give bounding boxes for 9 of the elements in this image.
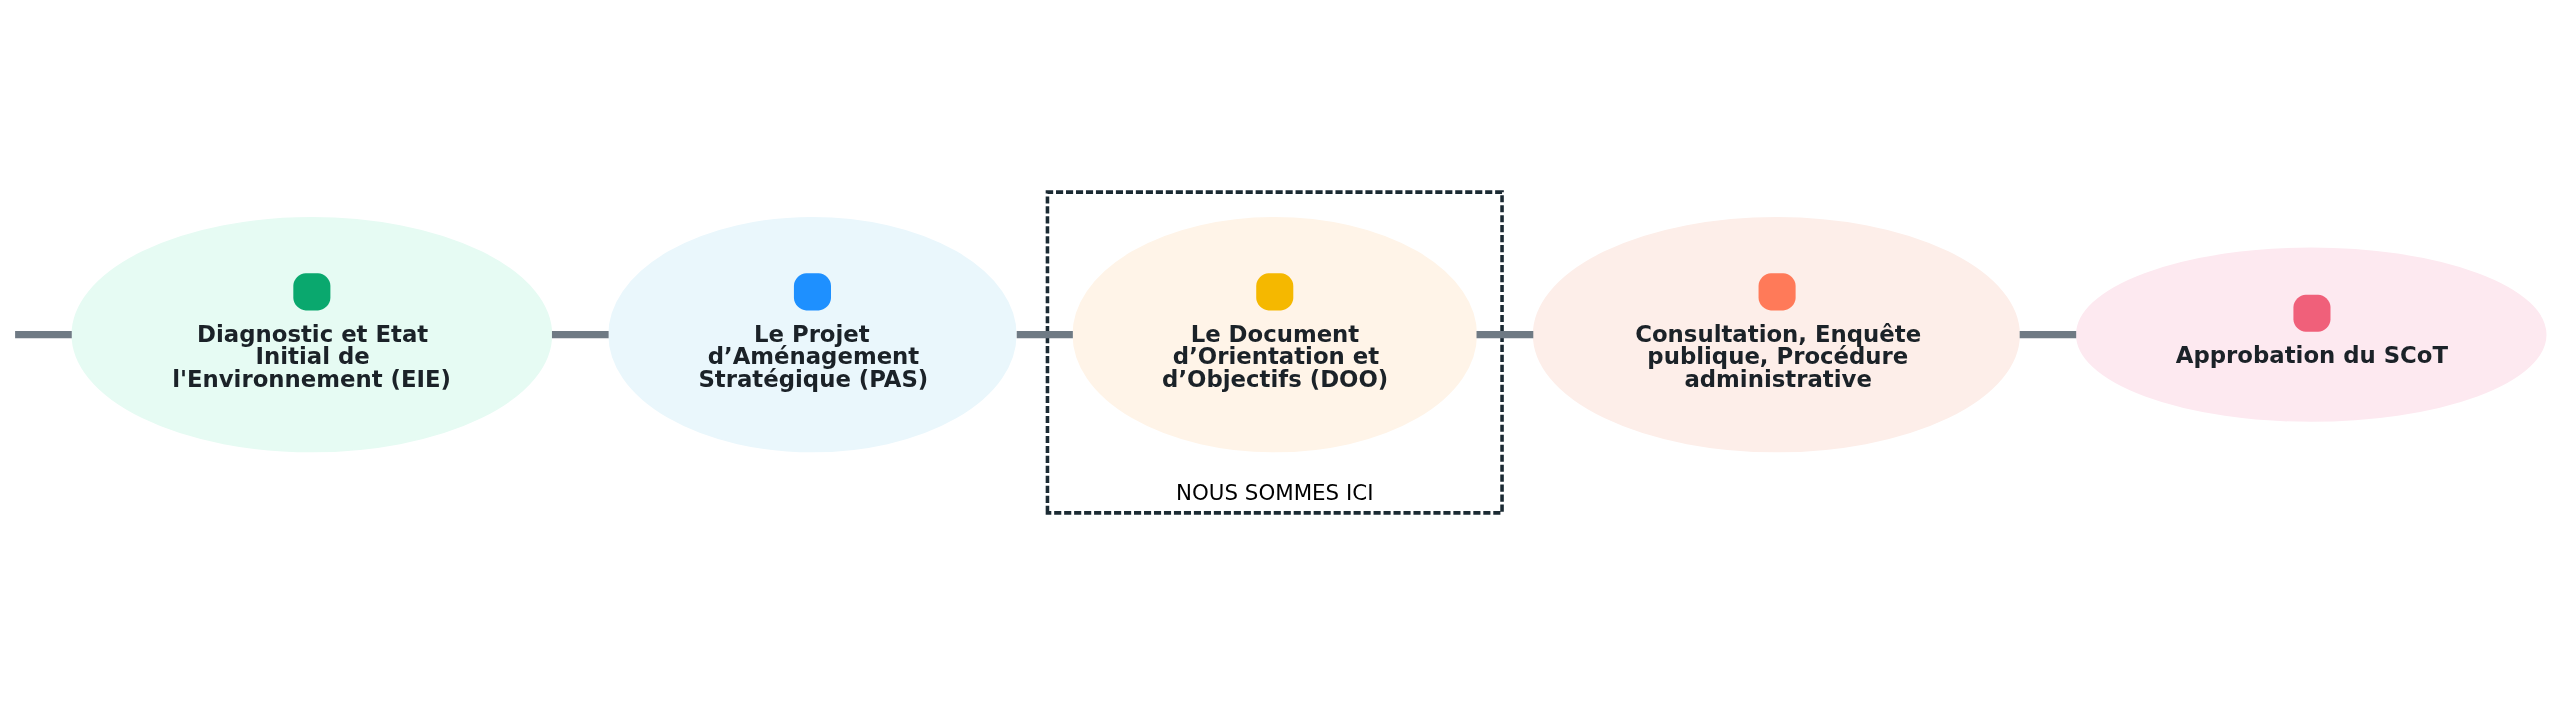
connector — [2019, 331, 2077, 339]
node-ellipse: Le Document d’Orientation et d’Objectifs (DOO) — [1072, 217, 1477, 453]
connector — [551, 331, 609, 339]
node-ellipse: Approbation du SCoT — [2076, 247, 2547, 422]
connector — [1476, 331, 1534, 339]
node-ellipse: Diagnostic et Etat Initial de l'Environnement (EIE) — [71, 217, 553, 453]
connector — [1016, 331, 1073, 339]
node-ellipse: Le Projet d’Aménagement Stratégique (PAS) — [608, 217, 1017, 453]
node-ellipse: Consultation, Enquête publique, Procédure administrative — [1532, 217, 2020, 453]
